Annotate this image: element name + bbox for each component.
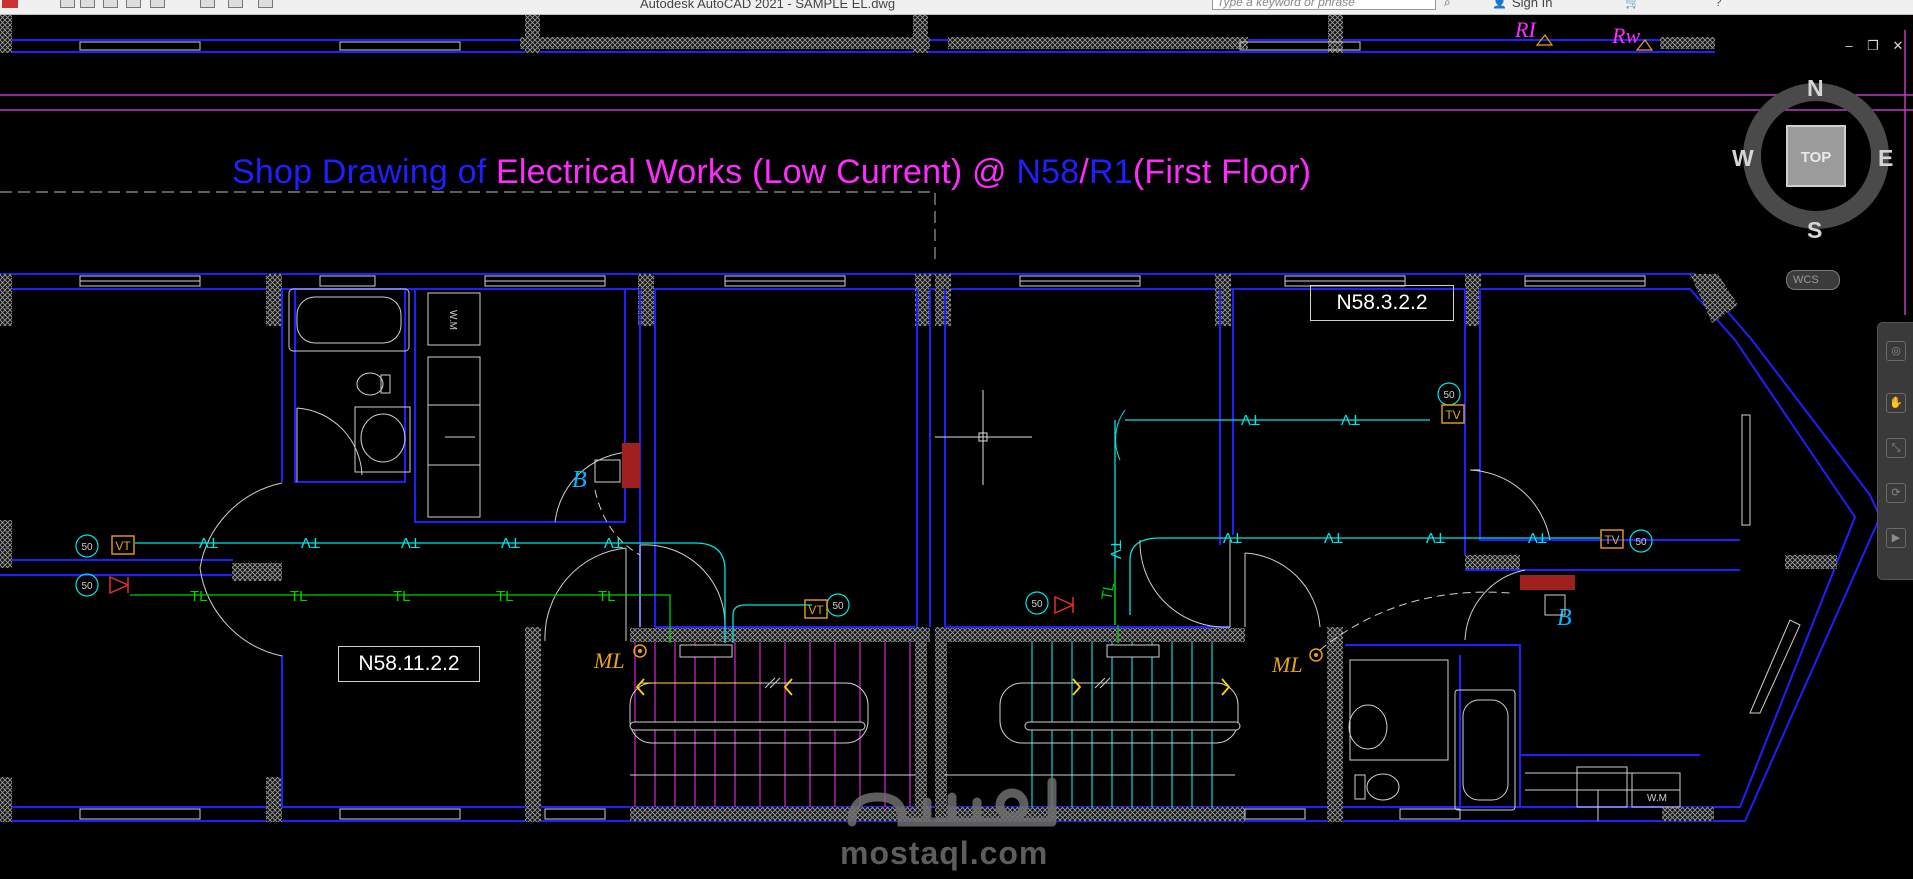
application-title-bar: Autodesk AutoCAD 2021 - SAMPLE EL.dwg Ty… <box>0 0 1913 15</box>
drawing-viewport[interactable]: TV TV TV TV TV TV TV TV TV TV TV TV TL T… <box>0 15 1913 879</box>
minimize-button[interactable]: – <box>1845 38 1853 53</box>
pan-icon[interactable]: ✋ <box>1886 393 1906 413</box>
socket-rating-label: 50 <box>1031 599 1043 610</box>
doors <box>199 409 1551 657</box>
undo-icon[interactable] <box>228 0 243 8</box>
sign-in-link[interactable]: Sign In <box>1512 0 1553 10</box>
floor-plan-drawing[interactable]: TV TV TV TV TV TV TV TV TV TV TV TV TL T… <box>0 15 1913 879</box>
title-part: R1 <box>1089 153 1133 191</box>
devices: 50 50 50 50 50 50 VT VT TV TV <box>75 17 1667 804</box>
socket-rating-label: 50 <box>832 601 844 612</box>
restore-button[interactable]: ❐ <box>1867 38 1879 53</box>
tel-line-label: TL <box>496 588 514 605</box>
viewcube[interactable]: TOP N S E W <box>1732 75 1897 259</box>
tel-line-label: TL <box>1098 581 1118 601</box>
tv-line-label: TV <box>1241 411 1260 428</box>
room-tag-right-unit: N58.3.2.2 <box>1310 285 1454 321</box>
socket-rating-label: 50 <box>81 581 93 592</box>
socket-rating-label: 50 <box>1635 537 1647 548</box>
wcs-label: WCS <box>1793 274 1819 286</box>
save-as-icon[interactable] <box>126 0 141 8</box>
tv-line-label: TV <box>401 534 420 551</box>
wcs-menu[interactable]: WCS <box>1786 270 1840 290</box>
compass-ring <box>1743 83 1889 229</box>
title-part: N58 <box>1016 153 1080 191</box>
low-current-cables <box>130 419 1600 643</box>
steering-wheel-icon[interactable]: ◎ <box>1886 341 1906 361</box>
left-stair <box>629 642 915 807</box>
tv-line-label: TV <box>1324 529 1343 546</box>
help-icon[interactable]: ? <box>1715 0 1722 9</box>
cart-icon[interactable]: 🛒 <box>1625 0 1640 9</box>
keyword-search-input[interactable]: Type a keyword or phrase <box>1212 0 1436 10</box>
wash-machine-label: W.M <box>1647 793 1667 804</box>
user-icon: 👤 <box>1492 0 1507 9</box>
tel-line-label: TL <box>190 588 208 605</box>
right-bathroom-fixtures <box>1348 659 1681 821</box>
tv-line-label: TV <box>301 534 320 551</box>
title-part: Shop Drawing of <box>232 153 497 191</box>
bell-label: B <box>572 467 587 493</box>
tv-line-label: TV <box>1107 540 1124 559</box>
open-file-icon[interactable] <box>80 0 95 8</box>
tv-line-label: TV <box>1528 529 1547 546</box>
socket-rating-label: 50 <box>1443 390 1455 401</box>
open-web-icon[interactable] <box>150 0 165 8</box>
plot-icon[interactable] <box>200 0 215 8</box>
tv-line-label: TV <box>1223 529 1242 546</box>
tv-line-label: TV <box>501 534 520 551</box>
upper-building-strip <box>0 15 1913 315</box>
tv-line-label: TV <box>604 534 623 551</box>
crosshair-cursor <box>935 390 1032 485</box>
tel-line-label: TL <box>598 588 616 605</box>
search-icon[interactable]: ⌕ <box>1444 0 1451 9</box>
save-icon[interactable] <box>103 0 118 8</box>
orbit-icon[interactable]: ⟳ <box>1886 483 1906 503</box>
structural-columns <box>0 274 1837 822</box>
navigation-bar: ◎ ✋ ⤡ ⟳ ▶ <box>1877 322 1913 580</box>
header-rw-label: Rw <box>1611 23 1640 48</box>
title-part: / <box>1079 153 1090 191</box>
tel-line-label: TL <box>290 588 308 605</box>
interior-walls <box>281 289 1740 807</box>
video-intercom-label: VT <box>115 539 131 553</box>
windows <box>79 275 1801 820</box>
compass-north[interactable]: N <box>1807 75 1824 101</box>
tv-outlet-label: TV <box>1445 408 1460 422</box>
socket-rating-label: 50 <box>81 542 93 553</box>
mostaql-logo <box>847 777 1057 827</box>
tv-line-label: TV <box>1341 411 1360 428</box>
title-part: (First Floor) <box>1132 153 1312 191</box>
tv-line-label: TV <box>199 534 218 551</box>
tv-outlet-label: TV <box>1604 533 1619 547</box>
compass-west[interactable]: W <box>1732 145 1754 171</box>
watermark-site: mostaql.com <box>840 835 1049 871</box>
wash-machine-label: W.M <box>447 310 458 330</box>
main-light-label: ML <box>1271 652 1303 677</box>
close-button[interactable]: ✕ <box>1892 38 1904 53</box>
tel-line-label: TL <box>393 588 411 605</box>
right-stair <box>945 642 1241 807</box>
room-tag-left-unit: N58.11.2.2 <box>338 646 480 682</box>
left-bathroom-fixtures <box>288 288 481 518</box>
compass-south[interactable]: S <box>1807 217 1823 243</box>
tv-line-label: TV <box>1426 529 1445 546</box>
show-motion-icon[interactable]: ▶ <box>1886 528 1906 548</box>
zoom-extents-icon[interactable]: ⤡ <box>1886 438 1906 458</box>
window-title: Autodesk AutoCAD 2021 - SAMPLE EL.dwg <box>640 0 896 11</box>
drawing-title: Shop Drawing of Electrical Works (Low Cu… <box>232 153 1311 192</box>
autocad-logo-icon[interactable] <box>2 0 18 8</box>
boundary-dashed-line <box>0 191 936 260</box>
video-intercom-label: VT <box>808 603 824 617</box>
viewcube-top-face[interactable]: TOP <box>1786 125 1846 187</box>
header-r-label: RI <box>1514 17 1537 42</box>
new-file-icon[interactable] <box>60 0 75 8</box>
redo-icon[interactable] <box>258 0 273 8</box>
compass-east[interactable]: E <box>1878 145 1894 171</box>
bell-label: B <box>1557 605 1572 631</box>
title-part: Electrical Works (Low Current) @ <box>496 153 1017 191</box>
main-light-label: ML <box>593 648 625 673</box>
